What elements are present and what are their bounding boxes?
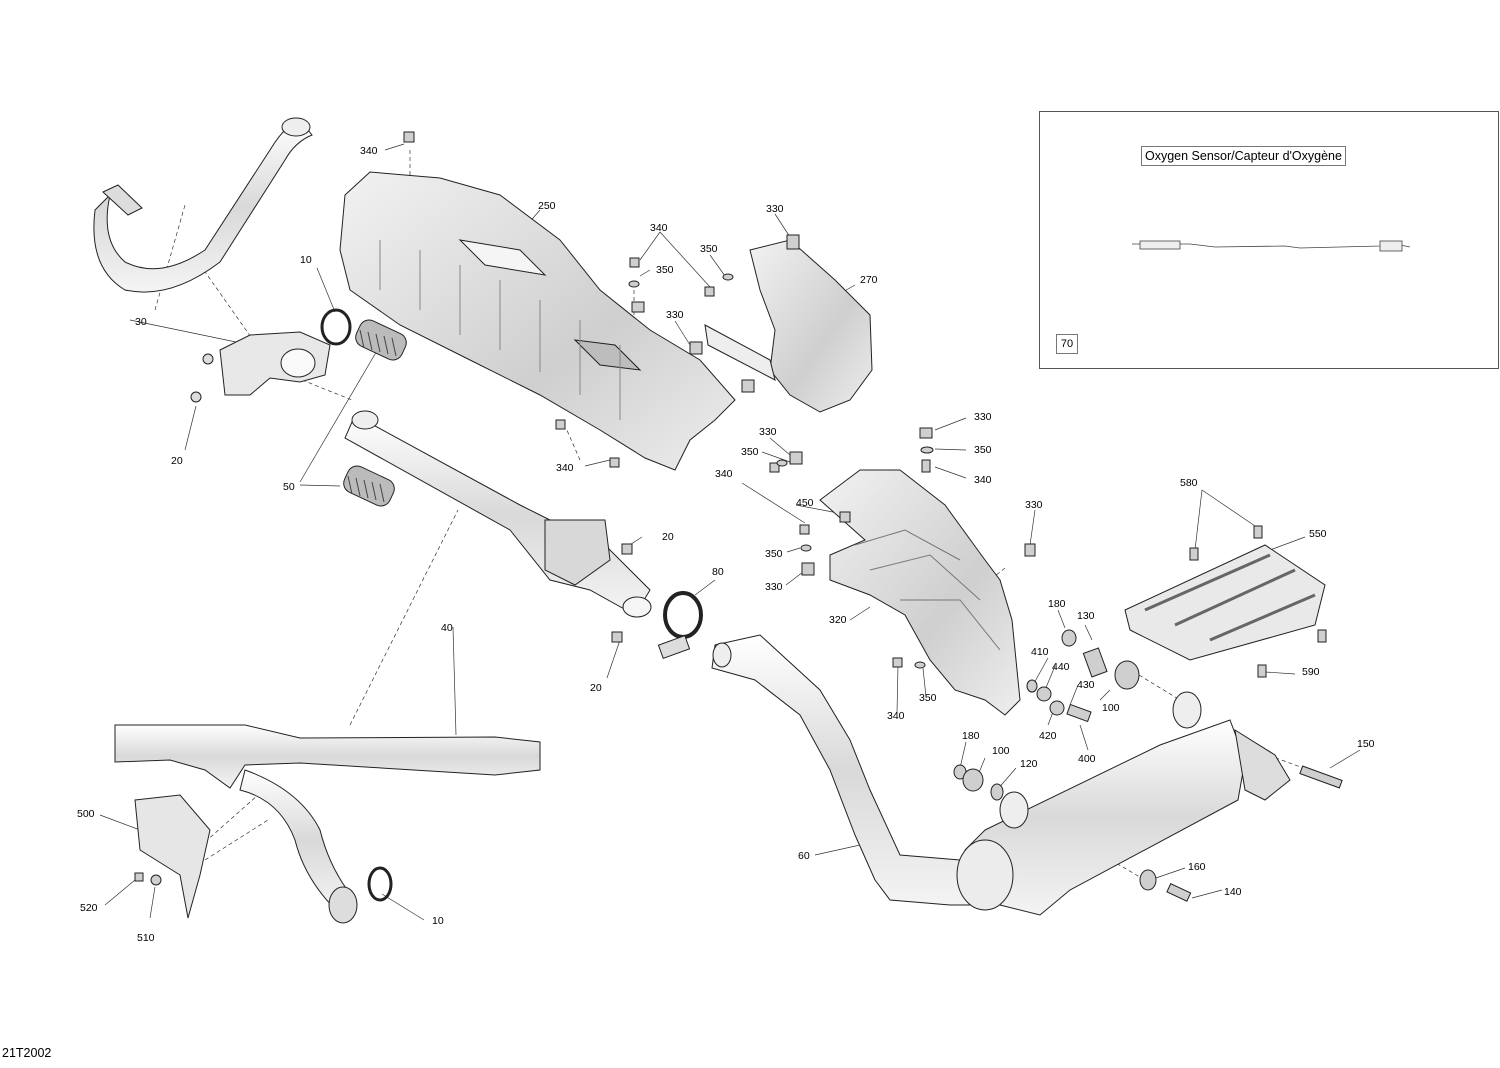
callout-10: 10 [432, 915, 444, 927]
callout-520: 520 [80, 902, 98, 914]
callout-20: 20 [662, 531, 674, 543]
callout-160: 160 [1188, 861, 1206, 873]
leader-lines [99, 143, 1361, 921]
callout-450: 450 [796, 497, 814, 509]
mid-pipe-40 [344, 410, 652, 618]
callout-330: 330 [759, 426, 777, 438]
callout-400: 400 [1078, 753, 1096, 765]
callout-20: 20 [171, 455, 183, 467]
gasket-10-upper [320, 308, 352, 346]
callout-140: 140 [1224, 886, 1242, 898]
assembly-40-lower [114, 724, 541, 924]
shield-550 [1124, 544, 1326, 661]
callout-330: 330 [765, 581, 783, 593]
callout-580: 580 [1180, 477, 1198, 489]
callout-30: 30 [135, 316, 147, 328]
callout-510: 510 [137, 932, 155, 944]
callout-590: 590 [1302, 666, 1320, 678]
flange-elbow [190, 331, 331, 403]
callout-270: 270 [860, 274, 878, 286]
callout-150: 150 [1357, 738, 1375, 750]
inset-part-number: 70 [1056, 334, 1078, 354]
gasket-10-lower [367, 866, 393, 902]
callout-550: 550 [1309, 528, 1327, 540]
heat-shield-250 [339, 171, 736, 471]
callout-100: 100 [992, 745, 1010, 757]
callout-340: 340 [650, 222, 668, 234]
callout-60: 60 [798, 850, 810, 862]
callout-350: 350 [919, 692, 937, 704]
callout-80: 80 [712, 566, 724, 578]
oxygen-sensor [1132, 240, 1411, 252]
callout-180: 180 [962, 730, 980, 742]
heat-shield-320 [819, 469, 1021, 716]
callout-500: 500 [77, 808, 95, 820]
callout-100: 100 [1102, 702, 1120, 714]
oxygen-sensor-inset [1039, 111, 1499, 369]
callout-320: 320 [829, 614, 847, 626]
heat-shield-270 [704, 239, 873, 413]
callout-20: 20 [590, 682, 602, 694]
callout-330: 330 [1025, 499, 1043, 511]
callout-350: 350 [656, 264, 674, 276]
callout-120: 120 [1020, 758, 1038, 770]
callout-340: 340 [556, 462, 574, 474]
muffler [956, 691, 1291, 916]
callout-130: 130 [1077, 610, 1095, 622]
callout-340: 340 [887, 710, 905, 722]
callout-410: 410 [1031, 646, 1049, 658]
callout-50: 50 [283, 481, 295, 493]
clamp-80 [657, 591, 703, 660]
callout-40: 40 [441, 622, 453, 634]
inset-title: Oxygen Sensor/Capteur d'Oxygène [1141, 146, 1346, 166]
callout-340: 340 [360, 145, 378, 157]
fasteners [134, 131, 1343, 902]
callout-340: 340 [974, 474, 992, 486]
callout-430: 430 [1077, 679, 1095, 691]
callout-440: 440 [1052, 661, 1070, 673]
callout-350: 350 [974, 444, 992, 456]
callout-350: 350 [765, 548, 783, 560]
callout-330: 330 [666, 309, 684, 321]
springs-50 [343, 319, 407, 507]
callout-250: 250 [538, 200, 556, 212]
callout-10: 10 [300, 254, 312, 266]
callout-350: 350 [741, 446, 759, 458]
callout-330: 330 [766, 203, 784, 215]
callout-330: 330 [974, 411, 992, 423]
callout-340: 340 [715, 468, 733, 480]
callout-180: 180 [1048, 598, 1066, 610]
drawing-reference: 21T2002 [2, 1046, 52, 1060]
callout-420: 420 [1039, 730, 1057, 742]
header-pipe-30 [93, 117, 313, 293]
callout-350: 350 [700, 243, 718, 255]
